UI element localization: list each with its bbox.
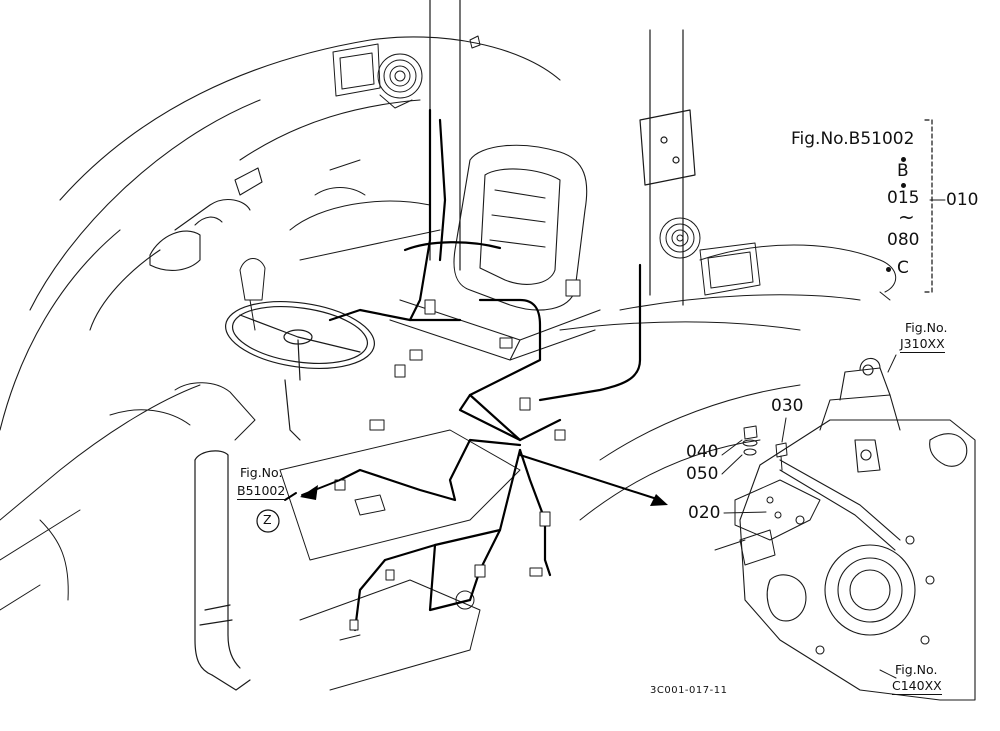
ref-c140-label: Fig.No.: [895, 662, 938, 677]
transmission-housing: [739, 357, 976, 701]
exhaust-pipe: [194, 450, 251, 691]
ref-group-number: 010: [946, 190, 979, 210]
arrow-head-right: [650, 494, 668, 506]
part-050-label: 050: [686, 464, 719, 484]
ref-c140-code: C140XX: [892, 678, 942, 695]
hood-outline: [0, 382, 256, 611]
ref-b51002-code: B51002: [237, 483, 286, 500]
reference-arrows: [284, 454, 661, 501]
right-work-light: [659, 217, 761, 296]
view-z-circle: [256, 509, 280, 533]
bracket-plate: [714, 479, 821, 566]
part-020-label: 020: [688, 503, 721, 523]
view-z-label: Z: [263, 512, 272, 527]
dot-marker: [901, 157, 906, 162]
connectors: [334, 279, 581, 631]
dash-cluster: [239, 159, 441, 331]
wiring-harness: [328, 108, 642, 632]
group-brace: [924, 119, 933, 293]
steering-wheel: [224, 301, 376, 441]
ref-fig-b51002-main: Fig.No.B51002: [791, 129, 915, 149]
left-work-light: [332, 35, 481, 109]
right-fender: [559, 244, 897, 521]
step-plate: [279, 429, 521, 691]
ref-range-end: 080: [887, 230, 920, 250]
ref-range-start: 015: [887, 188, 920, 208]
ref-variant-b: B: [897, 161, 909, 181]
ref-b51002-label: Fig.No.: [240, 465, 283, 480]
part-030-label: 030: [771, 396, 804, 416]
dot-marker: [886, 267, 891, 272]
ref-range-tilde: ~: [898, 205, 915, 229]
leader-lines: [721, 199, 946, 679]
ref-variant-c: C: [897, 258, 909, 278]
left-fender-outline: [0, 36, 561, 431]
operator-seat: [389, 144, 601, 361]
ref-j310-code: J310XX: [900, 336, 945, 353]
bolts: [742, 425, 788, 471]
dot-marker: [901, 183, 906, 188]
ref-j310-label: Fig.No.: [905, 320, 948, 335]
drawing-code: 3C001-017-11: [650, 685, 728, 696]
part-040-label: 040: [686, 442, 719, 462]
arrow-head-left: [300, 485, 318, 500]
